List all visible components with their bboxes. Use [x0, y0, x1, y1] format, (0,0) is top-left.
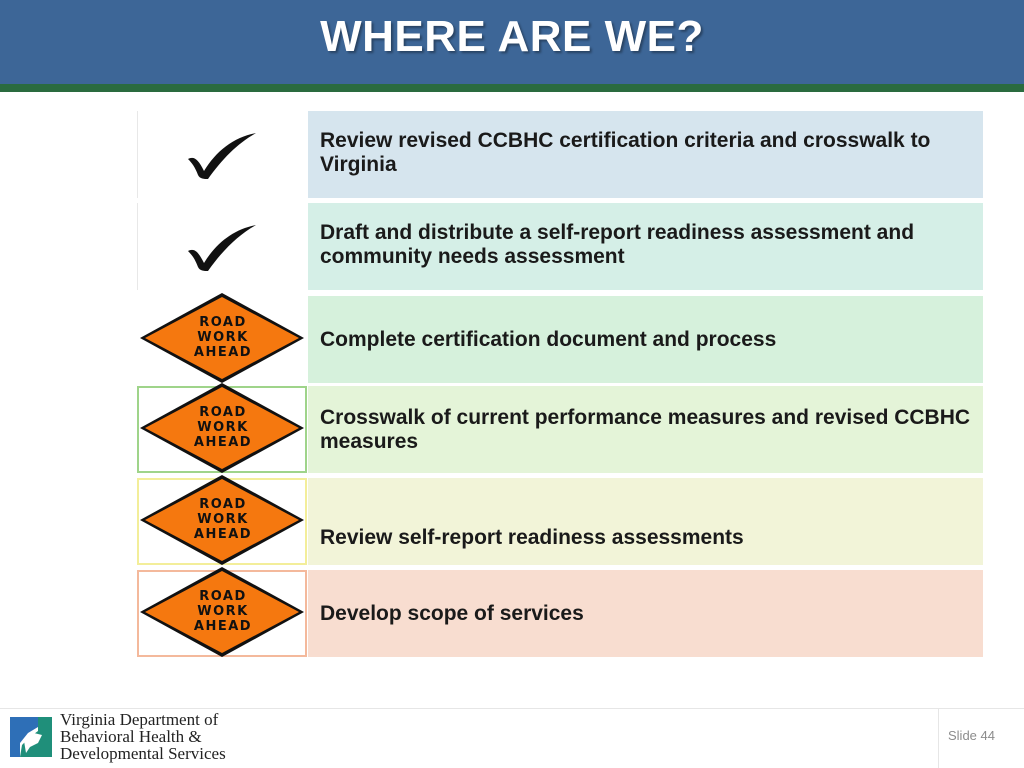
- status-cell: [137, 203, 307, 290]
- sign-text-line: ROAD: [199, 497, 247, 512]
- organization-name: Virginia Department of Behavioral Health…: [60, 711, 260, 762]
- step-text: Complete certification document and proc…: [308, 296, 983, 383]
- footer-divider: [0, 708, 1024, 709]
- sign-text-line: ROAD: [199, 405, 247, 420]
- slide-number-divider: [938, 709, 939, 768]
- progress-row: Review revised CCBHC certification crite…: [137, 111, 983, 198]
- progress-row: ROAD WORK AHEAD Crosswalk of current per…: [137, 383, 983, 473]
- step-text: Review revised CCBHC certification crite…: [308, 111, 983, 198]
- sign-text-line: WORK: [197, 330, 248, 345]
- progress-row: ROAD WORK AHEAD Complete certification d…: [137, 293, 983, 383]
- slide-number: Slide 44: [948, 728, 995, 743]
- sign-text-line: WORK: [197, 512, 248, 527]
- status-cell: ROAD WORK AHEAD: [137, 293, 307, 383]
- checkmark-icon: [188, 225, 256, 271]
- organization-name-line: Virginia Department of: [60, 710, 219, 729]
- step-text: Crosswalk of current performance measure…: [308, 386, 983, 473]
- sign-text-line: ROAD: [199, 589, 247, 604]
- progress-row: Draft and distribute a self-report readi…: [137, 203, 983, 290]
- sign-text-line: ROAD: [199, 315, 247, 330]
- sign-text-line: WORK: [197, 420, 248, 435]
- checkmark-icon: [188, 133, 256, 179]
- road-work-ahead-sign-icon: ROAD WORK AHEAD: [140, 293, 304, 383]
- sign-text-line: WORK: [197, 604, 248, 619]
- organization-name-line: Behavioral Health &: [60, 727, 202, 746]
- slide-title: WHERE ARE WE?: [320, 12, 704, 61]
- road-work-ahead-sign-icon: ROAD WORK AHEAD: [140, 567, 304, 657]
- title-bar: [0, 0, 1024, 84]
- road-work-ahead-sign-icon: ROAD WORK AHEAD: [140, 475, 304, 565]
- step-text: Review self-report readiness assessments: [308, 478, 983, 565]
- progress-row: ROAD WORK AHEAD Review self-report readi…: [137, 475, 983, 565]
- status-cell: [137, 111, 307, 198]
- title-bar-stripe: [0, 84, 1024, 92]
- status-cell: ROAD WORK AHEAD: [137, 567, 307, 657]
- road-work-ahead-sign-icon: ROAD WORK AHEAD: [140, 383, 304, 473]
- progress-row: ROAD WORK AHEAD Develop scope of service…: [137, 567, 983, 657]
- status-cell: ROAD WORK AHEAD: [137, 383, 307, 473]
- virginia-dbhds-logo-icon: [8, 713, 54, 761]
- sign-text-line: AHEAD: [194, 435, 252, 450]
- sign-text-line: AHEAD: [194, 527, 252, 542]
- organization-name-line: Developmental Services: [60, 744, 226, 763]
- step-text: Draft and distribute a self-report readi…: [308, 203, 983, 290]
- sign-text-line: AHEAD: [194, 619, 252, 634]
- status-cell: ROAD WORK AHEAD: [137, 475, 307, 565]
- sign-text-line: AHEAD: [194, 345, 252, 360]
- step-text: Develop scope of services: [308, 570, 983, 657]
